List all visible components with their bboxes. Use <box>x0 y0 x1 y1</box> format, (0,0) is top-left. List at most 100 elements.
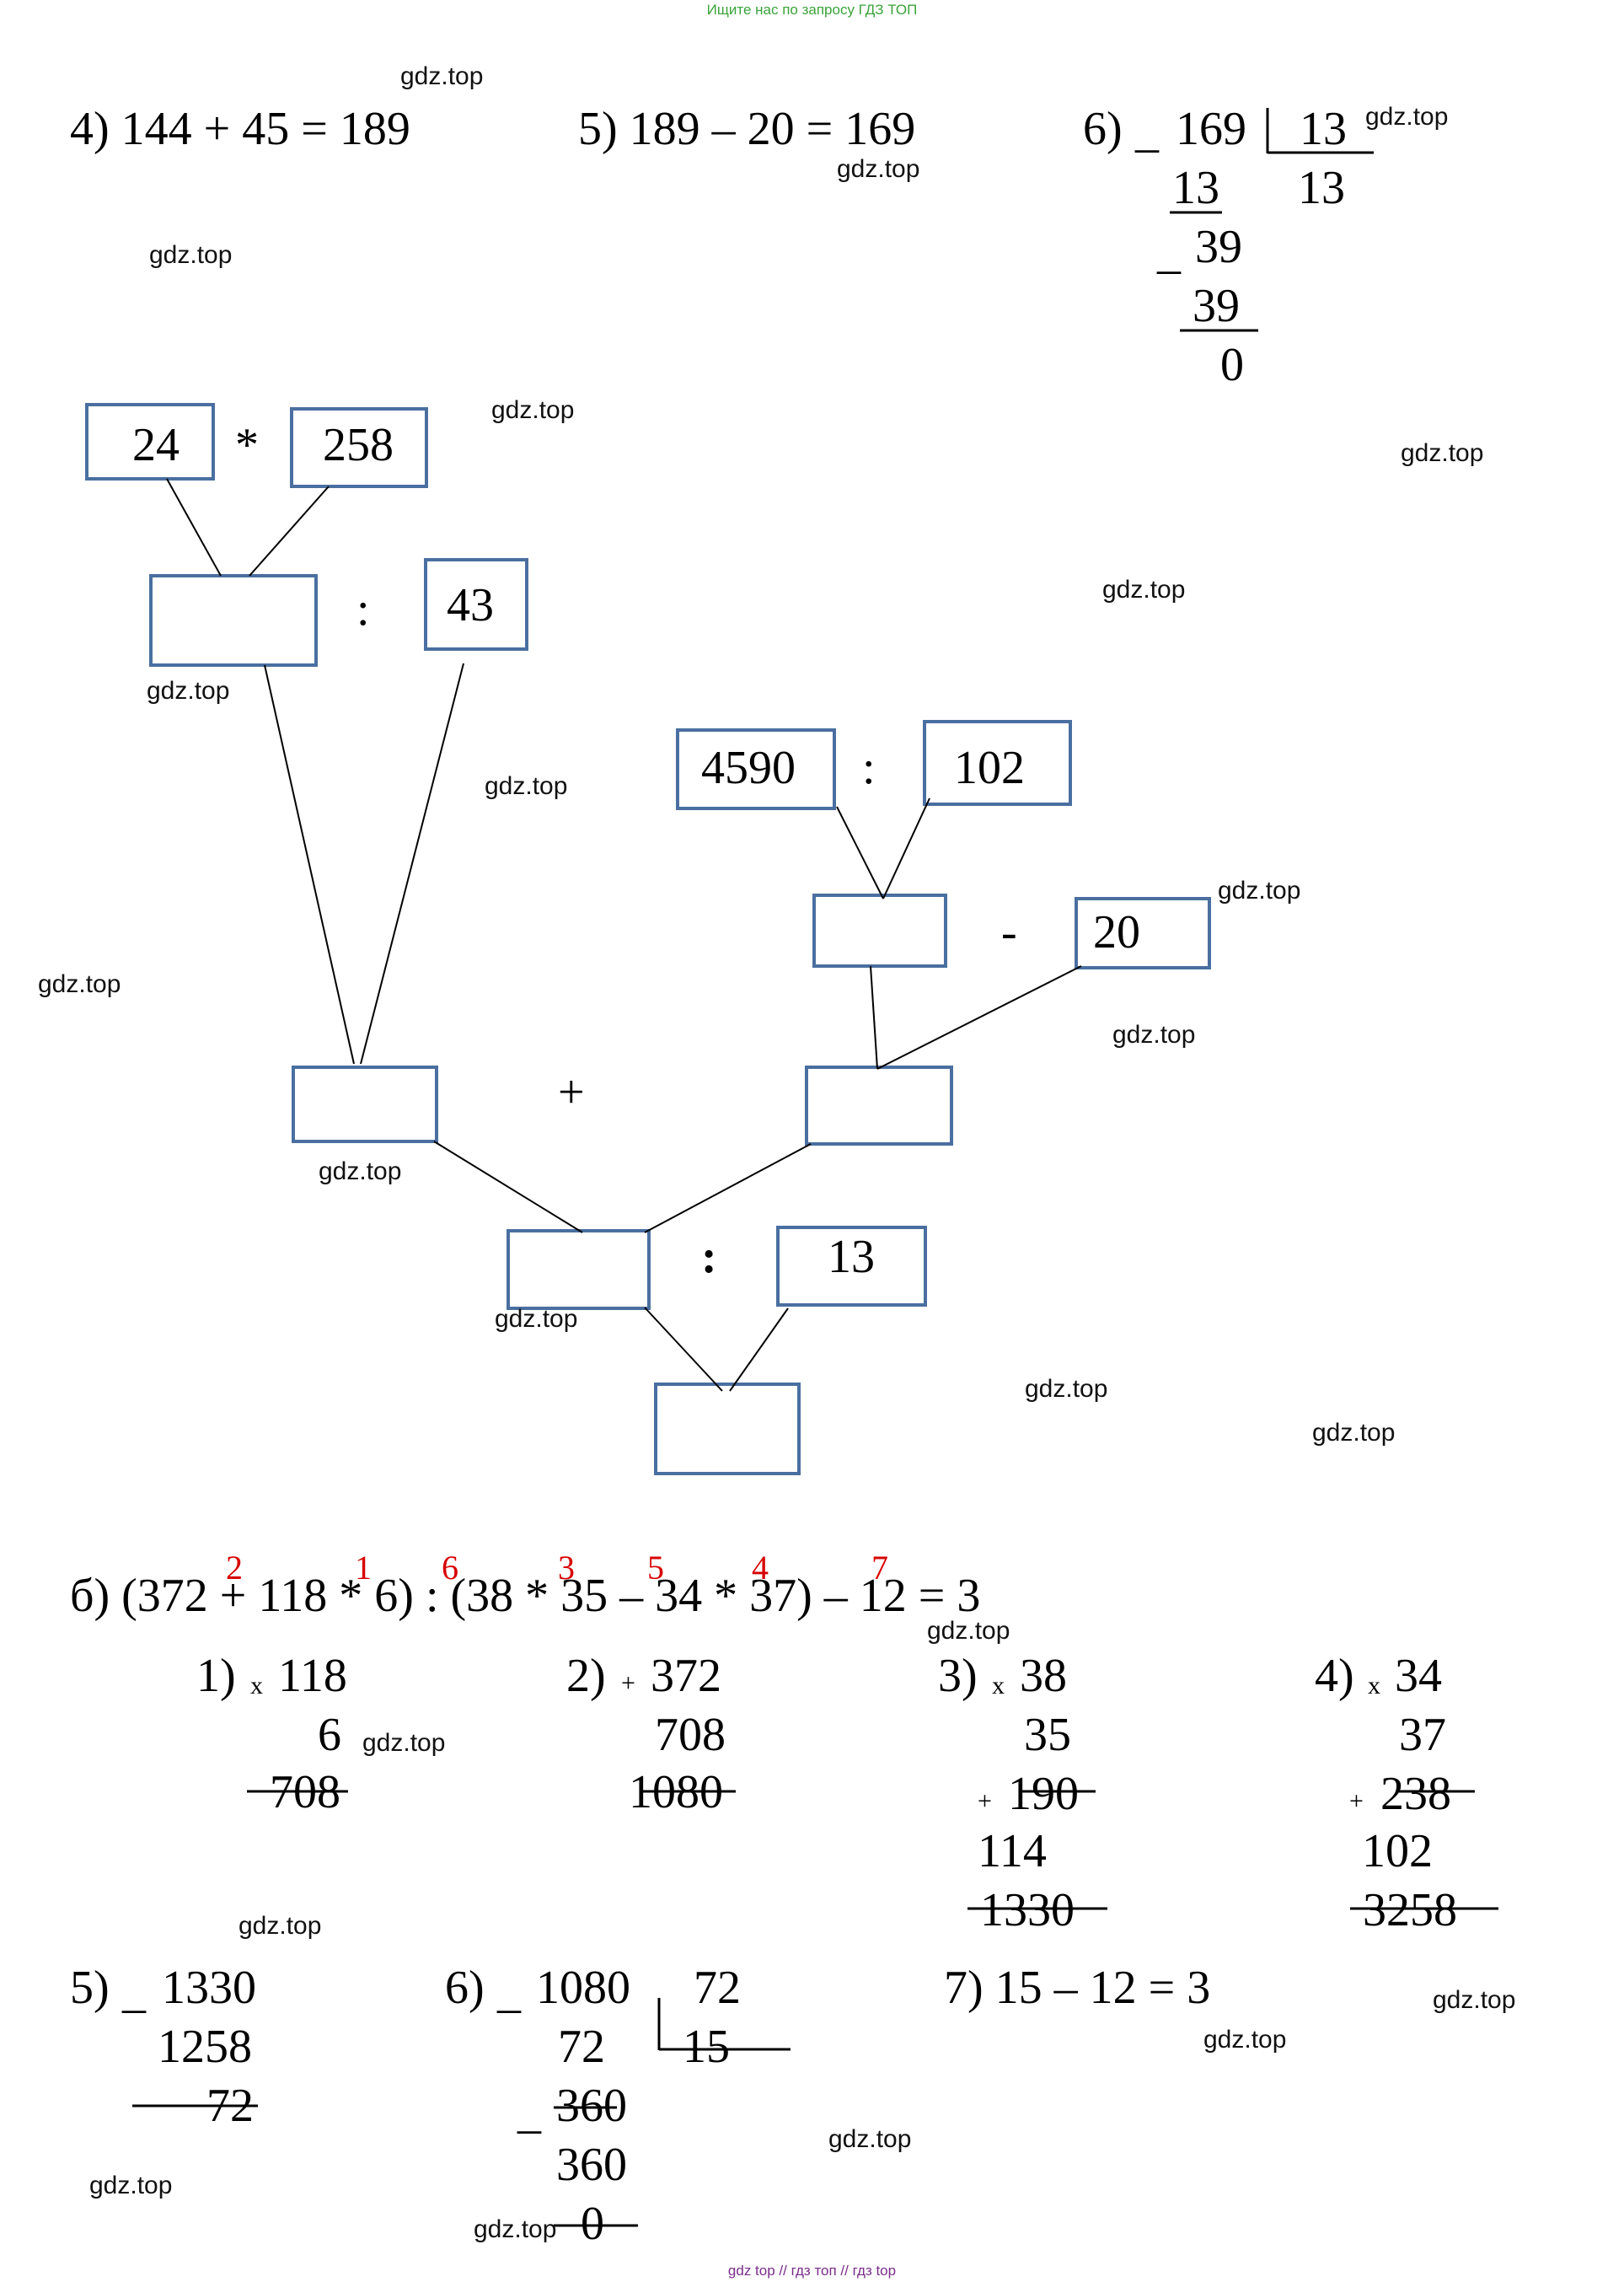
calc4-sign2: + <box>1349 1787 1364 1815</box>
connector-line <box>882 797 930 899</box>
order-number-5: 5 <box>647 1549 664 1587</box>
tree-num-258: 258 <box>323 419 394 471</box>
calc6-dividend: 1080 <box>536 1962 630 2014</box>
calc3-partial2: 114 <box>978 1825 1047 1877</box>
watermark: gdz.top <box>149 241 233 269</box>
calc4-a: 34 <box>1395 1650 1442 1702</box>
order-number-2: 1 <box>355 1549 372 1587</box>
div6-rem1: 39 <box>1195 221 1242 273</box>
calc5-b: 1258 <box>158 2021 252 2073</box>
order-number-1: 2 <box>226 1549 243 1587</box>
watermark: gdz.top <box>1365 103 1449 131</box>
box-20 <box>1075 897 1211 969</box>
calc6-sub2: 360 <box>556 2139 627 2191</box>
tree-op-colon-1: : <box>356 583 370 636</box>
calc3-label: 3) <box>938 1650 978 1702</box>
calc2-sign: + <box>621 1669 635 1697</box>
calc3-partial1: 190 <box>1008 1768 1079 1820</box>
connector-line <box>360 663 464 1065</box>
watermark: gdz.top <box>147 677 230 705</box>
calc3-a: 38 <box>1020 1650 1067 1702</box>
calc2-b: 708 <box>655 1709 726 1761</box>
calc6-sign2: _ <box>517 2086 541 2139</box>
div6-sub2: 39 <box>1193 280 1240 332</box>
box-empty-quotient <box>812 894 947 968</box>
box-258 <box>290 407 428 488</box>
calc1-result: 708 <box>270 1766 340 1818</box>
div6-label: 6) <box>1083 103 1123 155</box>
connector-line <box>870 965 878 1070</box>
calc1-a: 118 <box>278 1650 347 1702</box>
calc5-a: 1330 <box>162 1962 256 2014</box>
calc6-label: 6) <box>445 1962 485 2014</box>
connector-line <box>644 1143 812 1233</box>
calc1-b: 6 <box>318 1709 341 1761</box>
box-4590 <box>676 728 836 810</box>
watermark: gdz.top <box>400 62 484 90</box>
box-43 <box>424 558 528 651</box>
connector-line <box>433 1141 583 1233</box>
calc3-result: 1330 <box>980 1884 1075 1936</box>
bottom-banner[interactable]: gdz top // гдз топ // гдз top <box>727 2263 897 2279</box>
calc5-sign: _ <box>122 1966 146 2018</box>
tree-num-102: 102 <box>954 742 1025 794</box>
tree-num-24: 24 <box>132 419 180 471</box>
watermark: gdz.top <box>1218 877 1301 905</box>
box-empty-product <box>149 574 318 667</box>
connector-line <box>249 486 330 577</box>
watermark: gdz.top <box>1203 2026 1287 2054</box>
tree-num-20: 20 <box>1093 906 1140 958</box>
calc6-sign: _ <box>497 1966 521 2018</box>
div6-minus1: _ <box>1135 105 1159 158</box>
watermark: gdz.top <box>1401 439 1484 467</box>
div6-result: 0 <box>1220 339 1244 391</box>
box-13 <box>776 1226 927 1307</box>
div6-divisor: 13 <box>1300 103 1347 155</box>
watermark: gdz.top <box>474 2215 557 2243</box>
watermark: gdz.top <box>1025 1375 1108 1403</box>
calc5-label: 5) <box>70 1962 110 2014</box>
calc2-result: 1080 <box>629 1766 723 1818</box>
order-number-4: 3 <box>558 1549 575 1587</box>
watermark: gdz.top <box>1312 1419 1396 1447</box>
calc4-partial2: 102 <box>1362 1825 1433 1877</box>
watermark: gdz.top <box>38 970 121 998</box>
watermark: gdz.top <box>485 772 568 800</box>
tree-op-multiply: * <box>235 419 259 471</box>
box-empty-final <box>654 1383 801 1475</box>
top-banner[interactable]: Ищите нас по запросу ГДЗ ТОП <box>706 2 918 18</box>
watermark: gdz.top <box>837 155 920 183</box>
connector-line <box>729 1307 789 1392</box>
calc3-b: 35 <box>1024 1709 1071 1761</box>
connector-line <box>836 806 884 899</box>
connector-line <box>166 478 222 577</box>
box-empty-sum <box>506 1229 651 1310</box>
box-102 <box>923 720 1072 806</box>
order-number-3: 6 <box>442 1549 458 1587</box>
watermark: gdz.top <box>495 1305 578 1333</box>
watermark: gdz.top <box>491 396 575 424</box>
tree-op-colon-2: : <box>862 742 876 794</box>
watermark: gdz.top <box>927 1617 1010 1645</box>
tree-num-13: 13 <box>828 1231 875 1283</box>
connector-line <box>876 965 1082 1070</box>
calc2-label: 2) <box>566 1650 606 1702</box>
calc6-divisor: 72 <box>694 1962 741 2014</box>
div6-dividend: 169 <box>1176 103 1246 155</box>
calc6-sub1: 72 <box>558 2021 605 2073</box>
calc2-a: 372 <box>651 1650 721 1702</box>
calc5-result: 72 <box>206 2080 254 2132</box>
equation-4: 4) 144 + 45 = 189 <box>70 103 410 155</box>
tree-num-4590: 4590 <box>701 742 796 794</box>
order-number-6: 4 <box>752 1549 769 1587</box>
watermark: gdz.top <box>239 1912 322 1940</box>
div6-minus2: _ <box>1157 227 1181 279</box>
watermark: gdz.top <box>828 2125 912 2153</box>
watermark: gdz.top <box>319 1157 402 1185</box>
box-24 <box>85 403 215 481</box>
tree-op-minus: - <box>1001 906 1017 958</box>
calc1-label: 1) <box>196 1650 236 1702</box>
calc6-rem: 360 <box>556 2080 627 2132</box>
